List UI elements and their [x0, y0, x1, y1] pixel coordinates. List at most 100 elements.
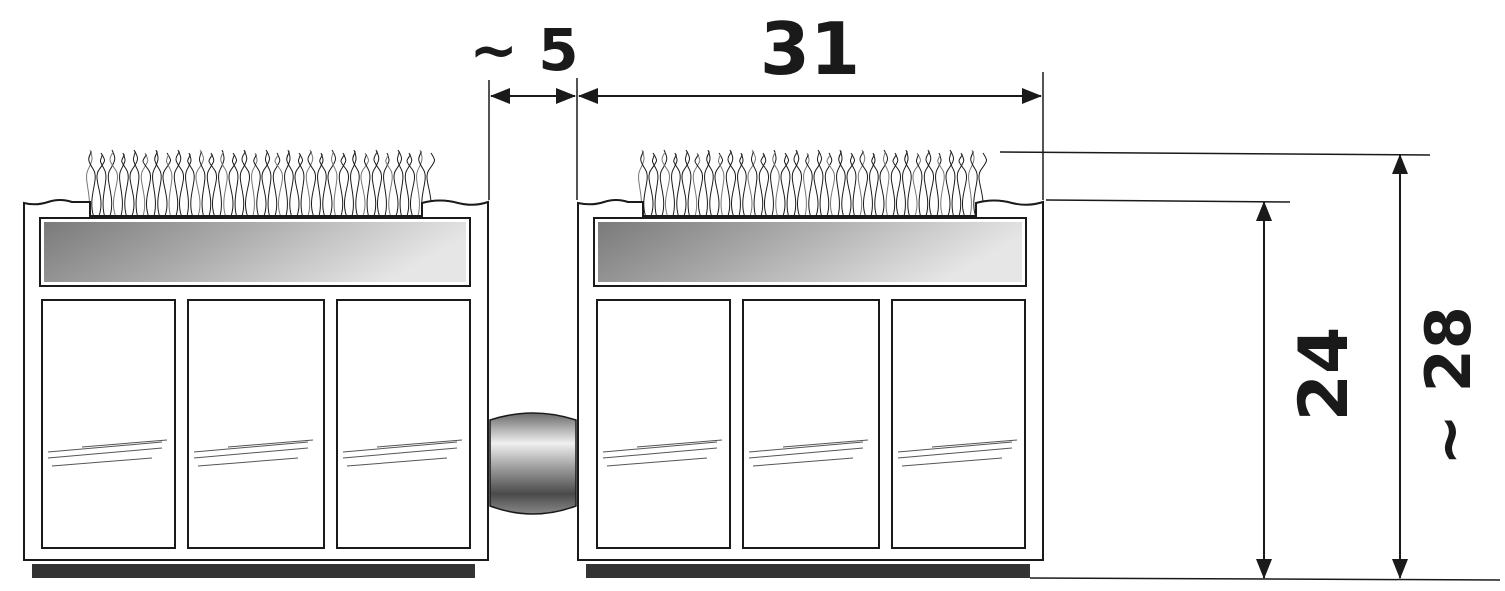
brush-fibre — [826, 154, 835, 217]
right-chamber-3 — [891, 299, 1026, 549]
height-dimension: 24 — [1256, 201, 1364, 579]
brush-fibre — [165, 154, 173, 217]
brush-fibre — [760, 154, 769, 217]
width-label: 31 — [760, 7, 860, 91]
glare-line — [197, 457, 299, 467]
brush-fibre — [704, 149, 711, 217]
glare-line — [931, 439, 1018, 448]
brush-fibre — [772, 151, 780, 217]
total-height-dimension: ~ 28 — [1392, 154, 1485, 579]
brush-fibre — [838, 151, 846, 217]
brush-fibre — [360, 152, 369, 217]
width-dimension: 31 — [578, 7, 1044, 200]
height-label: 24 — [1285, 327, 1364, 422]
brush-fibre — [671, 152, 678, 217]
brush-fibre — [978, 152, 987, 217]
glare-line — [752, 457, 854, 467]
brush-fibre — [648, 152, 657, 217]
left-profile — [23, 149, 489, 578]
brush-fibre — [758, 152, 767, 217]
brush-fibre — [319, 154, 327, 217]
brush-fibre — [912, 152, 921, 217]
brush-fibre — [121, 154, 129, 217]
brush-fibre — [859, 151, 868, 217]
glare-lines — [47, 439, 463, 467]
brush-fibre — [317, 152, 324, 217]
brush-insert-icon — [86, 149, 435, 217]
brush-fibre — [750, 151, 758, 217]
brush-insert-icon — [638, 149, 987, 217]
brush-fibre — [218, 149, 225, 217]
brush-fibre — [352, 151, 360, 217]
brush-fibre — [890, 152, 899, 217]
brush-fibre — [717, 154, 725, 217]
brush-fibre — [129, 149, 138, 217]
brush-fibre — [99, 154, 107, 217]
brush-fibre — [725, 149, 734, 217]
glare-line — [227, 439, 314, 448]
glare-line — [346, 457, 448, 467]
brush-fibre — [231, 154, 239, 217]
glare-line — [376, 439, 463, 448]
bottom-reference-line — [1029, 577, 1501, 581]
brush-fibre — [692, 152, 701, 217]
brush-fibre — [968, 149, 975, 217]
left-chamber-2 — [187, 299, 325, 549]
brush-fibre — [869, 152, 876, 217]
brush-fibre — [162, 152, 171, 217]
brush-fibre — [945, 149, 954, 217]
brush-fibre — [142, 154, 151, 217]
brush-fibre — [902, 149, 909, 217]
aluminium-bar-fill — [598, 222, 1022, 282]
brush-fibre — [307, 151, 316, 217]
glare-line — [782, 439, 869, 448]
glare-line — [606, 457, 708, 467]
brush-fibre — [96, 152, 105, 217]
brush-fibre — [803, 152, 810, 217]
brush-fibre — [363, 154, 371, 217]
brush-fibre — [857, 149, 866, 217]
brush-fibre — [846, 152, 855, 217]
brush-fibre — [958, 154, 967, 217]
brush-fibre — [109, 151, 118, 217]
gap-label: ~ 5 — [469, 16, 578, 84]
brush-fibre — [228, 152, 237, 217]
brush-fibre — [195, 149, 204, 217]
brush-fibre — [426, 152, 435, 217]
brush-fibre — [948, 151, 956, 217]
brush-fibre — [780, 152, 789, 217]
brush-fibre — [793, 151, 802, 217]
brush-fibre — [350, 149, 357, 217]
brush-fibre — [88, 151, 96, 217]
brush-fibre — [393, 149, 402, 217]
brush-fibre — [253, 154, 261, 217]
brush-fibre — [208, 154, 217, 217]
right-chamber-1 — [596, 299, 731, 549]
brush-fibre — [371, 149, 380, 217]
brush-fibre — [206, 152, 215, 217]
brush-fibre — [284, 149, 291, 217]
glare-line — [342, 447, 458, 459]
brush-fibre — [824, 152, 833, 217]
brush-fibre — [198, 151, 206, 217]
glare-line — [47, 447, 163, 459]
brush-fibre — [904, 151, 912, 217]
brush-fibre — [892, 154, 901, 217]
brush-fibre — [251, 152, 258, 217]
brush-fibre — [187, 154, 195, 217]
glare-line — [51, 457, 153, 467]
glare-line — [193, 447, 309, 459]
brush-fibre — [340, 154, 349, 217]
brush-fibre — [327, 149, 336, 217]
brush-fibre — [659, 149, 668, 217]
brush-fibre — [396, 151, 404, 217]
brush-fibre — [879, 149, 888, 217]
glare-line — [636, 439, 723, 448]
total-height-label: ~ 28 — [1412, 306, 1485, 466]
right-base-strip — [586, 564, 1030, 578]
brush-fibre — [406, 154, 415, 217]
brush-fibre — [673, 154, 681, 217]
left-base-strip — [32, 564, 475, 578]
brush-fibre — [241, 151, 250, 217]
